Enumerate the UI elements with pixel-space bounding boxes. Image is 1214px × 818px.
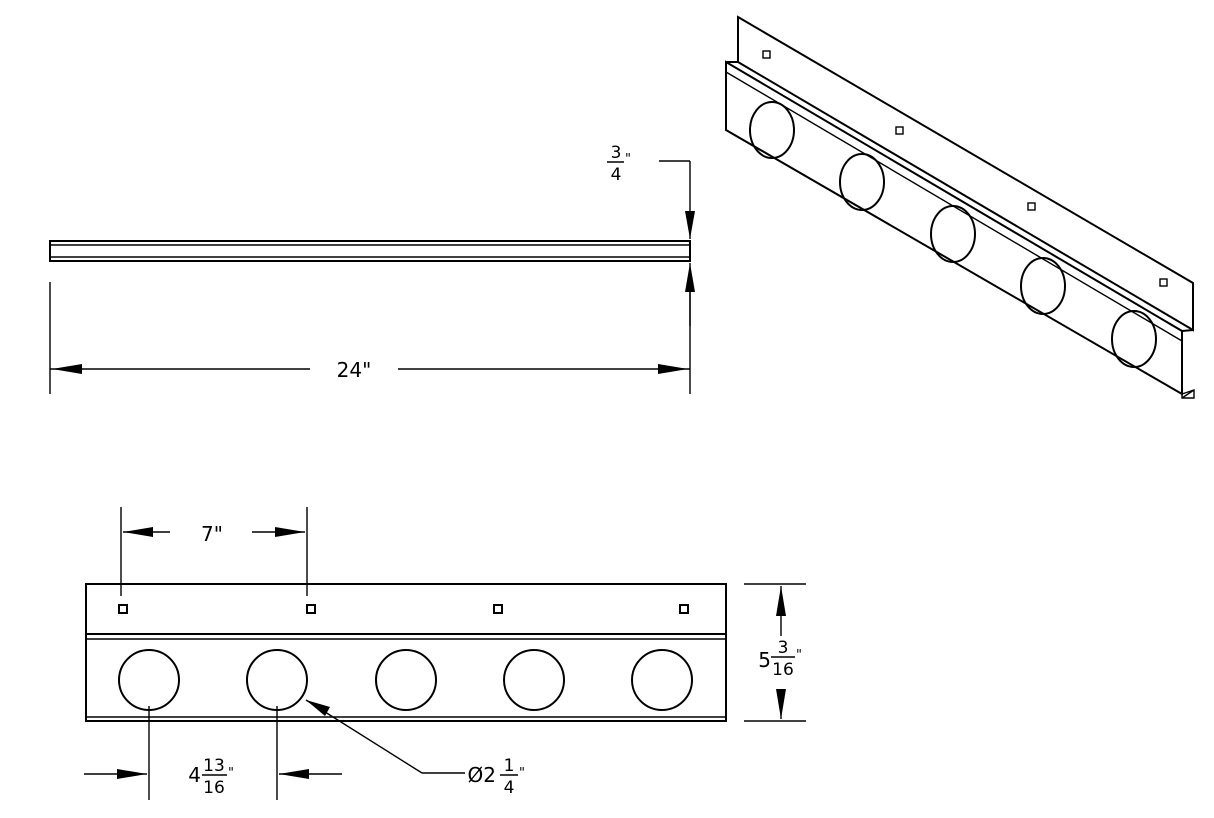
iso-top-flange — [737, 15, 1194, 332]
iso-round-hole — [839, 153, 885, 211]
front-view-outline — [85, 583, 727, 722]
side-view: 24" 3 4 " — [49, 143, 695, 394]
hole-spacing-inch-mark: " — [228, 766, 234, 781]
round-hole — [503, 649, 565, 711]
iso-round-hole — [1020, 257, 1066, 315]
side-view-bar — [49, 240, 691, 262]
square-hole — [118, 604, 128, 614]
hole-spacing-numerator: 13 — [203, 756, 225, 776]
overall-height-numerator: 3 — [778, 638, 789, 658]
length-arrow-right — [658, 364, 688, 374]
overall-height-arrow-top — [776, 586, 786, 616]
height-arrow-top — [685, 211, 695, 239]
overall-height-whole: 5 — [758, 648, 771, 672]
height-denominator: 4 — [611, 165, 622, 185]
square-hole — [679, 604, 689, 614]
hole-spacing-arrow-left — [117, 769, 147, 779]
height-numerator: 3 — [611, 143, 622, 163]
height-inch-mark: " — [625, 152, 631, 167]
square-hole — [493, 604, 503, 614]
iso-square-hole — [1027, 202, 1036, 211]
square-spacing-label: 7" — [201, 522, 223, 546]
overall-height-arrow-bottom — [776, 689, 786, 719]
front-view: 7" 5 3 16 " 4 13 16 " Ø2 1 4 " — [84, 507, 806, 800]
length-label: 24" — [337, 358, 372, 382]
iso-round-hole — [1111, 310, 1157, 368]
round-hole — [631, 649, 693, 711]
length-arrow-left — [52, 364, 82, 374]
iso-round-hole — [930, 205, 976, 263]
isometric-view — [725, 15, 1195, 399]
spacing-arrow-right — [275, 527, 305, 537]
diameter-numerator: 1 — [504, 756, 515, 776]
hole-spacing-whole: 4 — [188, 763, 201, 787]
height-arrow-bottom — [685, 263, 695, 292]
diameter-denominator: 4 — [504, 778, 515, 798]
iso-square-hole — [895, 126, 904, 135]
spacing-arrow-left — [123, 527, 153, 537]
diameter-arrow — [306, 700, 330, 716]
round-hole — [118, 649, 180, 711]
iso-square-hole — [762, 50, 771, 59]
diameter-prefix: Ø2 — [468, 763, 496, 787]
diameter-inch-mark: " — [519, 766, 525, 781]
square-hole — [306, 604, 316, 614]
overall-height-inch-mark: " — [796, 648, 802, 663]
round-hole — [375, 649, 437, 711]
iso-round-hole — [749, 101, 795, 159]
overall-height-denominator: 16 — [772, 660, 794, 680]
round-hole — [246, 649, 308, 711]
iso-square-hole — [1159, 278, 1168, 287]
hole-spacing-denominator: 16 — [203, 778, 225, 798]
hole-spacing-arrow-right — [279, 769, 309, 779]
